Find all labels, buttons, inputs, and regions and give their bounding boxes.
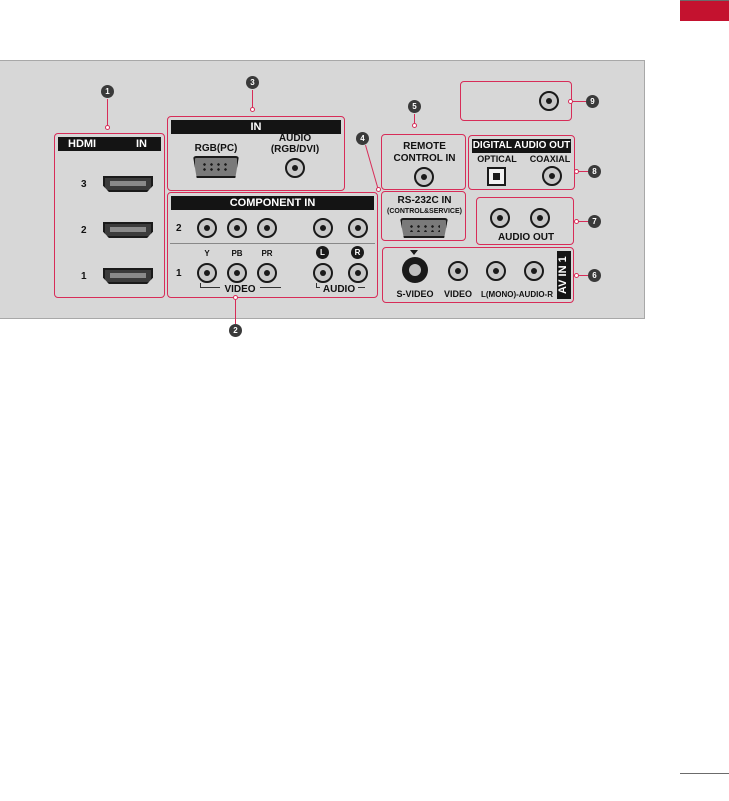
- callout-anchor: [412, 123, 417, 128]
- av-audio-r-jack[interactable]: [524, 261, 544, 281]
- component-divider: [170, 243, 375, 244]
- in-header: IN: [171, 120, 341, 134]
- callout-marker: 4: [356, 132, 369, 145]
- audio-right-badge: R: [351, 246, 364, 259]
- callout-leader: [578, 171, 588, 173]
- audio-label: AUDIO: [278, 133, 312, 144]
- optical-label: OPTICAL: [477, 154, 517, 164]
- top-rule: [680, 0, 729, 1]
- callout-marker: 7: [588, 215, 601, 228]
- digital-audio-header: DIGITAL AUDIO OUT: [472, 139, 571, 153]
- component-2-pr-jack[interactable]: [257, 218, 277, 238]
- callout-marker: 5: [408, 100, 421, 113]
- callout-marker: 1: [101, 85, 114, 98]
- callout-anchor: [250, 107, 255, 112]
- component-1-pr-jack[interactable]: [257, 263, 277, 283]
- component-row-1-label: 1: [176, 268, 182, 279]
- y-label: Y: [204, 249, 210, 258]
- coaxial-jack[interactable]: [542, 166, 562, 186]
- av-video-jack[interactable]: [448, 261, 468, 281]
- callout-marker: 8: [588, 165, 601, 178]
- component-2-audio-l-jack[interactable]: [313, 218, 333, 238]
- callout-leader: [578, 221, 588, 223]
- remote-label: REMOTE: [403, 141, 446, 152]
- callout-leader: [572, 101, 586, 103]
- component-header: COMPONENT IN: [171, 196, 374, 210]
- callout-marker: 3: [246, 76, 259, 89]
- optical-port[interactable]: [487, 167, 506, 186]
- rgb-in-section: IN RGB(PC) AUDIO (RGB/DVI): [167, 116, 345, 191]
- callout-anchor: [376, 187, 381, 192]
- av-audio-l-jack[interactable]: [486, 261, 506, 281]
- antenna-section: [460, 81, 572, 121]
- callout-leader: [252, 90, 254, 108]
- bottom-rule: [680, 773, 729, 774]
- callout-leader: [414, 114, 416, 123]
- svideo-label: S-VIDEO: [396, 289, 434, 299]
- rgb-pc-label: RGB(PC): [194, 143, 238, 154]
- pr-label: PR: [261, 249, 273, 258]
- digital-audio-out-section: DIGITAL AUDIO OUT OPTICAL COAXIAL: [468, 135, 575, 190]
- coaxial-label: COAXIAL: [529, 154, 571, 164]
- callout-marker: 2: [229, 324, 242, 337]
- hdmi-header: HDMI IN: [58, 137, 161, 151]
- component-2-pb-jack[interactable]: [227, 218, 247, 238]
- hdmi-section: HDMI IN 3 2 1: [54, 133, 165, 298]
- hdmi-port-number: 3: [81, 179, 87, 190]
- hdmi-port-number: 2: [81, 225, 87, 236]
- rgb-audio-jack[interactable]: [285, 158, 305, 178]
- component-2-y-jack[interactable]: [197, 218, 217, 238]
- rs232c-port[interactable]: [400, 218, 448, 238]
- remote-control-jack[interactable]: [414, 167, 434, 187]
- rs232c-section: RS-232C IN (CONTROL&SERVICE): [381, 191, 466, 241]
- callout-leader: [235, 299, 237, 324]
- callout-marker: 9: [586, 95, 599, 108]
- svideo-port[interactable]: [402, 257, 428, 283]
- component-1-y-jack[interactable]: [197, 263, 217, 283]
- svideo-marker-icon: [410, 250, 418, 255]
- callout-anchor: [105, 125, 110, 130]
- hdmi-port-2[interactable]: [103, 222, 153, 238]
- component-audio-label: AUDIO: [320, 284, 358, 295]
- component-1-pb-jack[interactable]: [227, 263, 247, 283]
- component-1-audio-l-jack[interactable]: [313, 263, 333, 283]
- callout-leader: [578, 275, 588, 277]
- av-audio-label: L(MONO)-AUDIO-R: [481, 290, 553, 299]
- rgb-pc-port[interactable]: [193, 156, 239, 178]
- component-2-audio-r-jack[interactable]: [348, 218, 368, 238]
- remote-control-section: REMOTE CONTROL IN: [381, 134, 466, 190]
- av-in-1-side-label: AV IN 1: [557, 251, 571, 299]
- audio-out-l-jack[interactable]: [490, 208, 510, 228]
- component-in-section: COMPONENT IN 2 Y PB PR L R 1 VIDEO AUDIO: [167, 192, 378, 298]
- control-in-label: CONTROL IN: [393, 153, 456, 164]
- control-service-label: (CONTROL&SERVICE): [387, 208, 462, 215]
- audio-rgb-dvi-label: (RGB/DVI): [270, 144, 320, 155]
- pb-label: PB: [231, 249, 243, 258]
- rs232c-label: RS-232C IN: [397, 195, 452, 206]
- component-row-2-label: 2: [176, 223, 182, 234]
- av-in-1-section: S-VIDEO VIDEO L(MONO)-AUDIO-R AV IN 1: [382, 247, 574, 303]
- audio-left-badge: L: [316, 246, 329, 259]
- antenna-jack[interactable]: [539, 91, 559, 111]
- hdmi-port-1[interactable]: [103, 268, 153, 284]
- callout-leader: [364, 145, 379, 190]
- audio-out-r-jack[interactable]: [530, 208, 550, 228]
- back-panel: HDMI IN 3 2 1 IN RGB(PC) AUDIO (RGB/DVI)…: [0, 60, 645, 324]
- hdmi-port-number: 1: [81, 271, 87, 282]
- audio-out-label: AUDIO OUT: [497, 232, 555, 243]
- av-video-label: VIDEO: [443, 289, 472, 299]
- component-1-audio-r-jack[interactable]: [348, 263, 368, 283]
- callout-marker: 6: [588, 269, 601, 282]
- callout-leader: [107, 99, 109, 127]
- audio-out-section: AUDIO OUT: [476, 197, 574, 245]
- hdmi-port-3[interactable]: [103, 176, 153, 192]
- page-corner-tab: [680, 0, 729, 21]
- component-video-label: VIDEO: [220, 284, 260, 295]
